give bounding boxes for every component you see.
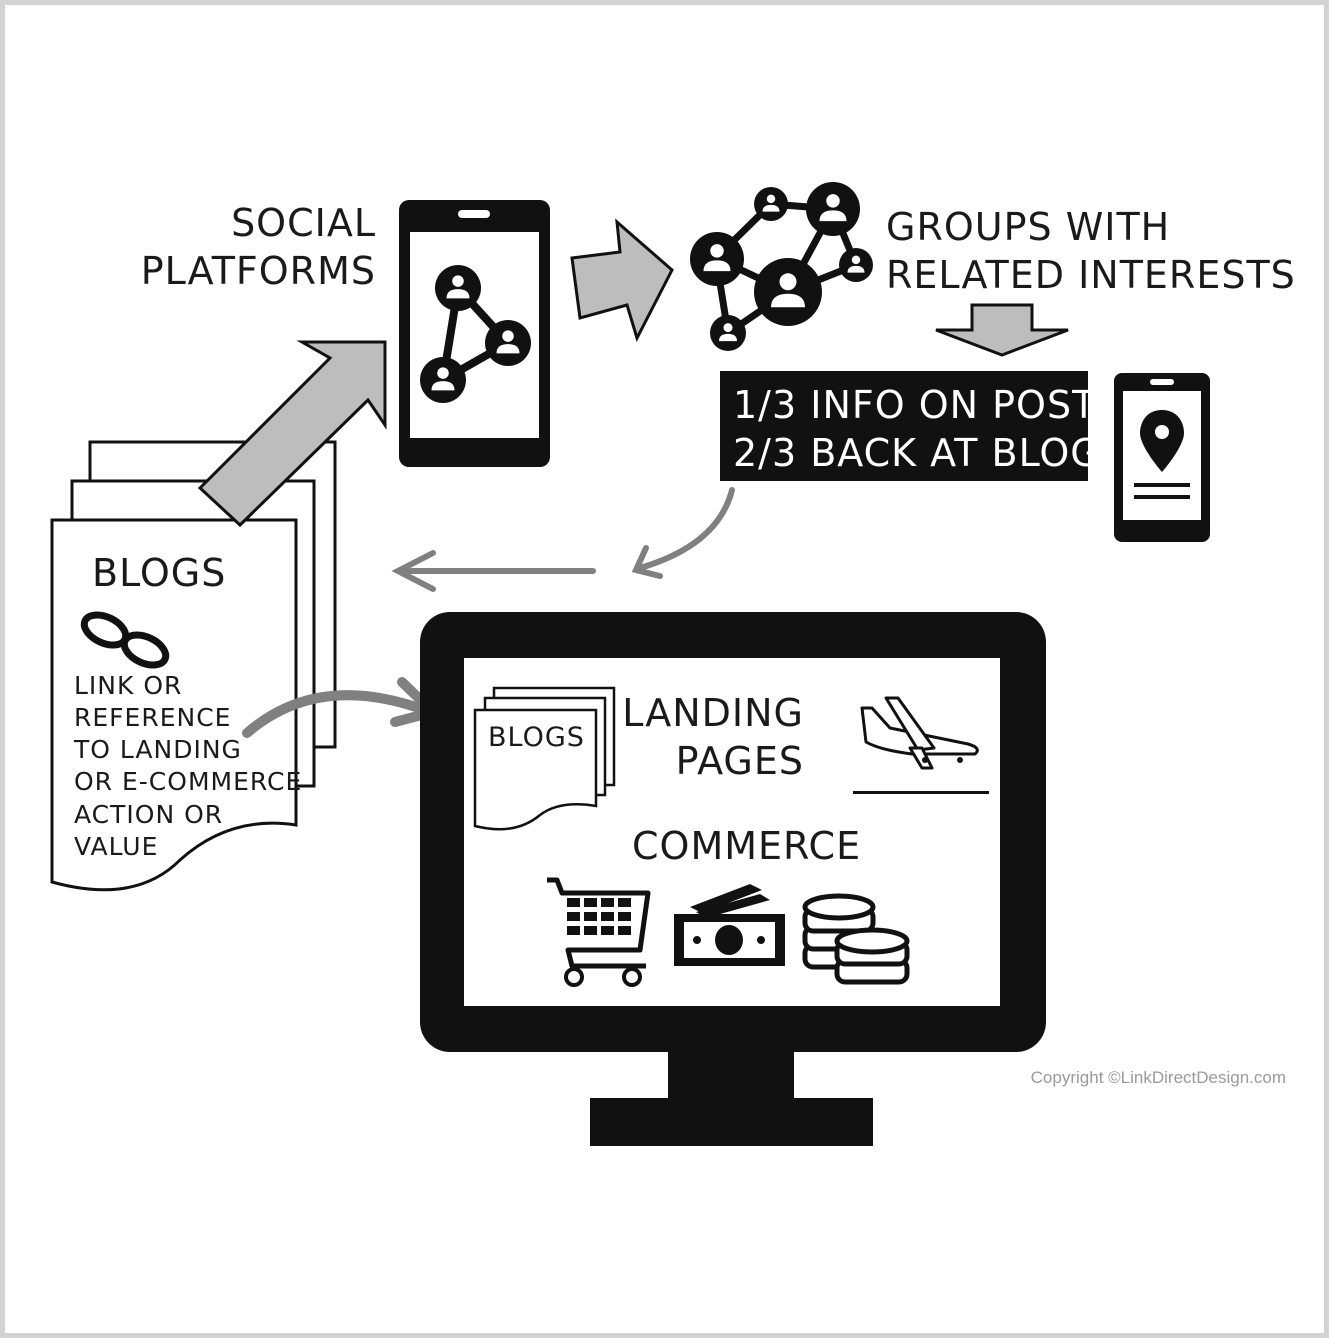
blog-text-line: REFERENCE — [74, 703, 231, 732]
landing-label-line2: PAGES — [676, 739, 804, 783]
return-connector — [391, 487, 735, 592]
post-rule-line1: 1/3 INFO ON POST — [733, 383, 1096, 427]
post-rule-box: 1/3 INFO ON POST 2/3 BACK AT BLOG — [720, 371, 1101, 481]
copyright-text: Copyright ©LinkDirectDesign.com — [1031, 1068, 1286, 1087]
groups-label-line2: RELATED INTERESTS — [886, 253, 1296, 297]
post-rule-line2: 2/3 BACK AT BLOG — [733, 431, 1101, 475]
blogs-to-social-arrow — [197, 340, 387, 528]
blog-text-line: TO LANDING — [73, 735, 242, 764]
landing-label-line1: LANDING — [622, 691, 804, 735]
people-network-icon — [420, 265, 531, 403]
shopping-cart-icon — [547, 877, 651, 987]
coins-icon — [802, 893, 910, 985]
mini-blog-stack — [473, 686, 616, 831]
blog-text-line: LINK OR — [74, 671, 182, 700]
chain-link-icon — [80, 611, 170, 669]
social-label-line2: PLATFORMS — [141, 249, 376, 293]
screen-blogs-label: BLOGS — [488, 722, 585, 753]
blog-description: LINK OR REFERENCE TO LANDING OR E-COMMER… — [73, 671, 302, 861]
social-label-line1: SOCIAL — [231, 201, 376, 245]
cash-icon — [674, 884, 785, 966]
blog-text-line: ACTION OR — [74, 800, 223, 829]
groups-down-arrow — [935, 303, 1069, 357]
location-pin-phone-icon — [1114, 373, 1210, 542]
blogs-title: BLOGS — [92, 551, 226, 595]
blog-text-line: OR E-COMMERCE — [74, 767, 302, 796]
airplane-icon — [860, 696, 979, 770]
blog-text-line: VALUE — [74, 832, 158, 861]
groups-label-line1: GROUPS WITH — [886, 205, 1170, 249]
groups-network-icon — [690, 182, 873, 351]
social-to-groups-arrow — [570, 218, 674, 342]
commerce-label: COMMERCE — [632, 824, 861, 868]
blog-page-front — [50, 518, 298, 892]
runway-line — [853, 791, 989, 794]
smartphone-icon — [399, 200, 550, 467]
diagram-canvas: BLOGS LINK OR REFERENCE TO LANDING OR E-… — [50, 182, 1296, 1146]
